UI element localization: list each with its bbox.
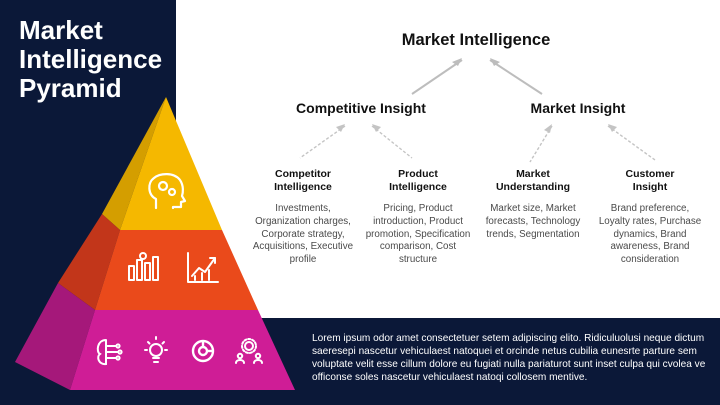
pyramid-top-front — [120, 97, 222, 230]
leaf-market-understanding-title: Market Understanding — [495, 168, 571, 193]
leaf-competitor-intelligence-description: Investments, Organization charges, Corpo… — [252, 203, 354, 266]
branch-market-insight: Market Insight — [530, 100, 626, 116]
leaf-product-intelligence-title: Product Intelligence — [389, 168, 447, 193]
leaf-customer-insight-description: Brand preference, Loyalty rates, Purchas… — [598, 203, 702, 266]
donut-chart-icon — [191, 339, 215, 363]
leaf-product-intelligence-description: Pricing, Product introduction, Product p… — [365, 203, 471, 266]
head-gears-icon — [148, 173, 187, 210]
footer-text: Lorem ipsum odor amet consectetuer setem… — [312, 333, 706, 383]
leaf-customer-insight-title: Customer Insight — [625, 168, 675, 193]
slide-title: Market Intelligence Pyramid — [19, 16, 189, 103]
pyramid-bottom-front — [70, 310, 295, 390]
connector-market-right — [607, 125, 656, 161]
growth-chart-icon — [187, 252, 219, 283]
arrowhead-root-left — [452, 58, 462, 66]
title-line-2: Intelligence — [19, 44, 163, 74]
title-line-3: Pyramid — [19, 73, 122, 103]
arrowhead-market-right — [608, 124, 617, 132]
title-line-1: Market — [19, 15, 103, 45]
pyramid-bottom-side — [15, 283, 95, 390]
pyramid-top-side — [102, 97, 166, 230]
arrowhead-competitive-right — [372, 124, 381, 132]
connector-root-left — [411, 59, 463, 95]
pyramid-middle-front — [95, 230, 258, 310]
brain-circuit-icon — [96, 339, 123, 366]
arrowhead-competitive-left — [336, 124, 345, 132]
lightbulb-icon — [144, 336, 168, 363]
root-node-label: Market Intelligence — [401, 31, 551, 49]
connector-competitive-left — [299, 125, 346, 159]
branch-competitive-insight: Competitive Insight — [296, 100, 426, 116]
pyramid-middle-side — [58, 214, 120, 310]
arrowhead-root-right — [490, 58, 500, 66]
bar-chart-dollar-icon — [128, 252, 159, 281]
leaf-competitor-intelligence-title: Competitor Intelligence — [274, 168, 332, 193]
connector-competitive-right — [371, 125, 413, 159]
connector-root-right — [489, 59, 543, 95]
arrowhead-market-left — [544, 124, 552, 133]
team-gear-icon — [235, 338, 263, 364]
leaf-market-understanding-description: Market size, Market forecasts, Technolog… — [485, 203, 581, 240]
